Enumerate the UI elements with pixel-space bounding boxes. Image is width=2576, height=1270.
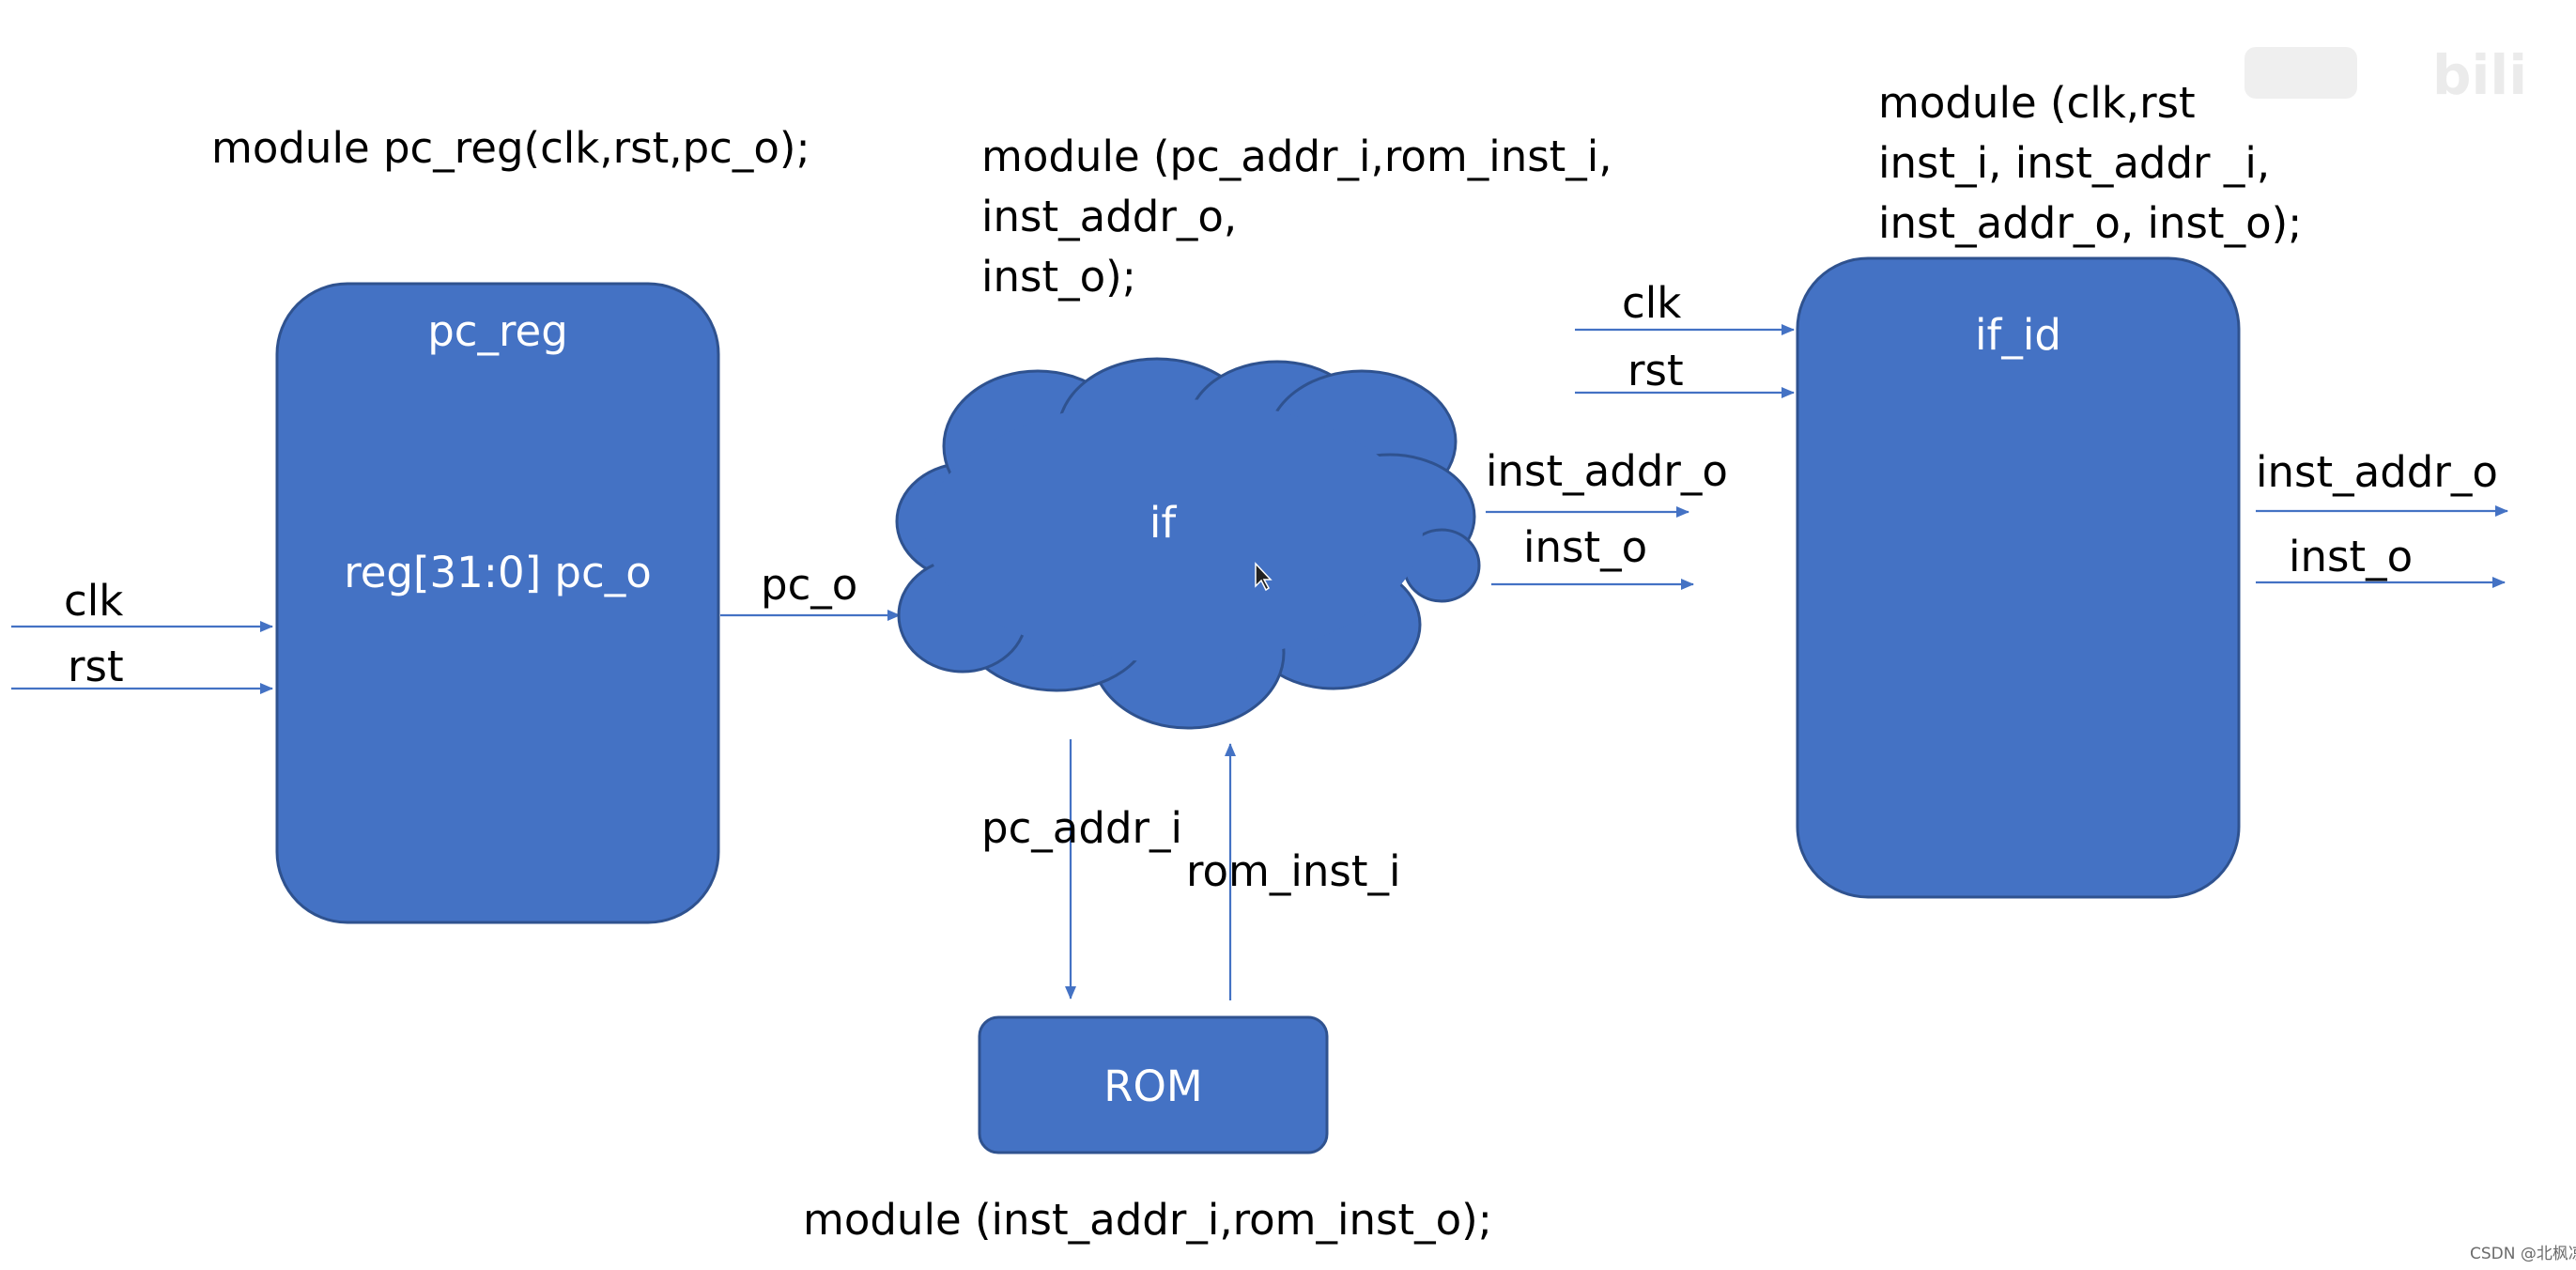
mouse-cursor-icon [1255, 562, 1273, 592]
if-inst-o-label: inst_o [1523, 522, 1647, 572]
pc-addr-i-label: pc_addr_i [981, 803, 1182, 853]
if-block: if [895, 357, 1481, 730]
if-id-rst-label: rst [1627, 346, 1684, 395]
rom-box [978, 1015, 1329, 1154]
rom-module-declaration: module (inst_addr_i,rom_inst_o); [803, 1195, 1492, 1245]
if-id-module-declaration-line-2: inst_i, inst_addr _i, [1878, 138, 2270, 188]
bilibili-watermark-logo: bili [2244, 43, 2527, 107]
pc-reg-body: reg[31:0] pc_o [344, 548, 652, 597]
if-id-block: if_id [1796, 256, 2241, 899]
if-id-module-declaration-line-1: module (clk,rst [1878, 78, 2196, 128]
if-id-module-declaration-line-3: inst_addr_o, inst_o); [1878, 198, 2302, 248]
if-module-declaration-line-1: module (pc_addr_i,rom_inst_i, [981, 132, 1612, 181]
rom-inst-i-label: rom_inst_i [1186, 846, 1401, 896]
pc-reg-clk-label: clk [64, 576, 123, 626]
pc-reg-block: pc_reg reg[31:0] pc_o [275, 282, 720, 924]
pc-o-label: pc_o [761, 560, 857, 610]
if-module-declaration-line-2: inst_addr_o, [981, 192, 1237, 241]
pc-reg-rst-label: rst [68, 642, 124, 691]
pc-reg-box [275, 282, 720, 924]
rom-block: ROM [978, 1015, 1329, 1154]
if-id-box [1796, 256, 2241, 899]
bili-logo-text: bili [2432, 43, 2527, 107]
if-id-inst-addr-o-label: inst_addr_o [2256, 447, 2498, 497]
pc-reg-title: pc_reg [427, 306, 568, 356]
if-id-clk-label: clk [1622, 278, 1681, 328]
if-inst-addr-o-label: inst_addr_o [1486, 446, 1728, 496]
if-module-declaration-line-3: inst_o); [981, 252, 1136, 302]
if-title: if [1149, 498, 1178, 548]
csdn-footer-watermark: CSDN @北枫凉 [2470, 1245, 2576, 1263]
if-cloud-shape [895, 357, 1481, 730]
pc-reg-module-declaration: module pc_reg(clk,rst,pc_o); [211, 123, 810, 173]
rom-title: ROM [1103, 1061, 1203, 1111]
if-id-inst-o-label: inst_o [2289, 532, 2413, 581]
if-id-title: if_id [1975, 310, 2061, 360]
